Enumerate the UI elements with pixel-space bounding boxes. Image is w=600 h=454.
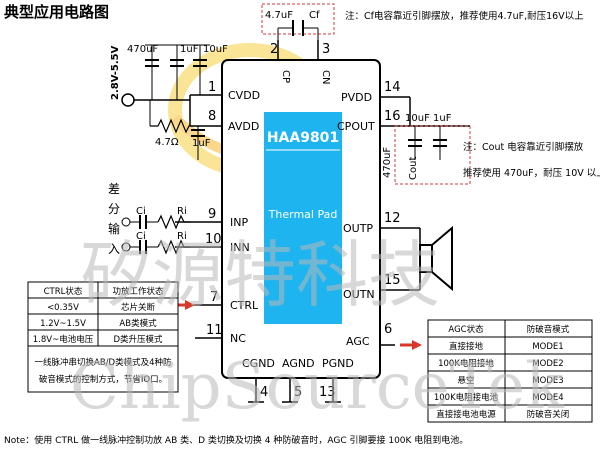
ctrl-table-footer-2: 破音模式的控制方式，节省IO口。 — [39, 374, 167, 385]
agc-table-cell: 直接接地 — [449, 341, 484, 352]
diff-input-char-3: 输 — [108, 221, 120, 236]
pin-number-nc: 11 — [206, 323, 223, 338]
pin-name-inp: INP — [230, 216, 248, 229]
pin-number-inp: 9 — [208, 207, 216, 222]
cap-470uf-in-label: 470uF — [127, 44, 158, 55]
pin-number-cn: 3 — [322, 42, 330, 57]
pin-number-cvdd: 1 — [208, 80, 216, 95]
watermark-en: ChipSourceTek — [70, 350, 565, 424]
pin-number-cp: 2 — [270, 42, 278, 57]
pin-number-ctrl: 7 — [210, 290, 218, 305]
agc-table-cell: 悬空 — [457, 375, 474, 386]
output-caps-section: 10uF 1uF 470uF Cout 注：Cout 电容靠近引脚摆放 推荐使用… — [382, 97, 600, 185]
ctrl-table-cell: 芯片关断 — [121, 302, 156, 313]
agc-table-cell: 防破音关闭 — [527, 409, 570, 420]
cap-cout-label: Cout — [408, 157, 419, 180]
pin-number-outp: 12 — [384, 211, 401, 226]
ci-label-1: Ci — [136, 206, 146, 217]
ctrl-table-header-2: 功放工作状态 — [112, 286, 164, 297]
ctrl-table-footer-1: 一线脉冲串切换AB/D类模式及4种防 — [35, 357, 172, 368]
cap-4-7uf-label: 4.7uF — [265, 10, 293, 21]
ctrl-table-cell: AB类模式 — [119, 318, 157, 329]
power-input-section: 2.8V-5.5V 470uF 1uF 10uF 4.7Ω 1uF — [110, 44, 228, 160]
ctrl-table-cell: D类升压模式 — [113, 334, 163, 345]
agc-table-cell: MODE3 — [532, 376, 563, 386]
cf-note: 注：Cf电容靠近引脚摆放，推荐使用4.7uF,耐压16V以上 — [345, 10, 584, 22]
footer-note: Note：使用 CTRL 做一线脉冲控制功放 AB 类、D 类切换及切换 4 种… — [4, 434, 468, 446]
ctrl-state-table: CTRL状态 功放工作状态 <0.35V 芯片关断 1.2V~1.5V AB类模… — [27, 281, 179, 393]
cap-cf-label: Cf — [309, 10, 320, 21]
ctrl-table-cell: <0.35V — [47, 303, 79, 313]
pin-number-agc: 6 — [384, 322, 392, 337]
pin-name-pvdd: PVDD — [341, 91, 372, 104]
ctrl-table-cell: 1.2V~1.5V — [40, 319, 86, 329]
ctrl-arrow-icon — [185, 300, 195, 310]
watermark-cn: 矽源特科技 — [80, 233, 440, 317]
page-title: 典型应用电路图 — [4, 3, 109, 21]
right-pins: 14 PVDD 16 CPOUT 12 OUTP 15 OUTN 6 AGC — [337, 80, 470, 348]
pin-number-agnd: 5 — [294, 385, 302, 400]
cout-note-line2: 推荐使用 470uF，耐压 10V 以上 — [463, 167, 600, 179]
cap-470uf-out-label: 470uF — [382, 147, 393, 178]
thermal-pad-label: Thermal Pad — [268, 208, 338, 221]
speaker-icon — [419, 225, 453, 292]
ri-label-1: Ri — [177, 206, 187, 217]
agc-table-header-1: AGC状态 — [448, 324, 484, 335]
ri-label-2: Ri — [177, 231, 187, 242]
diff-input-char-2: 分 — [108, 202, 120, 216]
diff-input-char-4: 入 — [108, 242, 120, 256]
cap-1uf-avdd-label: 1uF — [192, 138, 211, 149]
pin-name-cpout: CPOUT — [337, 120, 375, 133]
top-pins: 2 CP 3 CN 4.7uF Cf — [261, 3, 335, 84]
pin-name-agc: AGC — [346, 335, 370, 348]
cap-1uf-in-label: 1uF — [180, 44, 199, 55]
pin-name-cn: CN — [320, 70, 331, 84]
agc-table-cell: 100K电阻接电池 — [434, 392, 499, 403]
pin-number-cpout: 16 — [384, 109, 401, 124]
supply-voltage-label: 2.8V-5.5V — [110, 45, 121, 100]
agc-table-cell: MODE1 — [532, 342, 563, 352]
pin-name-cvdd: CVDD — [228, 89, 260, 102]
pin-number-cgnd: 4 — [260, 385, 268, 400]
pin-name-agnd: AGND — [282, 357, 315, 370]
agc-table-header-2: 防破音模式 — [527, 324, 570, 335]
pin-name-avdd: AVDD — [228, 120, 259, 133]
agc-table-cell: 100K电阻接地 — [438, 358, 494, 369]
pin-number-pvdd: 14 — [384, 80, 401, 95]
agc-arrow-icon — [412, 340, 422, 350]
pin-name-pgnd: PGND — [322, 357, 354, 370]
differential-input-section: 差 分 输 入 Ci Ci Ri Ri — [108, 182, 190, 256]
agc-table-cell: MODE4 — [532, 393, 563, 403]
pin-number-inn: 10 — [205, 232, 222, 247]
agc-state-table: AGC状态 防破音模式 直接接地 MODE1 100K电阻接地 MODE2 悬空… — [427, 319, 593, 423]
cap-10uf-in-label: 10uF — [203, 44, 228, 55]
supply-terminal — [121, 93, 135, 107]
thermal-pad — [264, 112, 342, 324]
pin-name-ctrl: CTRL — [230, 299, 259, 312]
pin-name-nc: NC — [230, 332, 246, 345]
chip-part-number: HAA9801 — [267, 130, 339, 146]
pin-number-avdd: 8 — [208, 109, 216, 124]
ctrl-table-header-1: CTRL状态 — [44, 286, 83, 297]
diff-input-char-1: 差 — [108, 182, 120, 196]
pin-name-cgnd: CGND — [242, 357, 275, 370]
pin-name-inn: INN — [230, 241, 250, 254]
ctrl-table-cell: 1.8V~电池电压 — [33, 334, 94, 345]
agc-table-cell: MODE2 — [532, 359, 563, 369]
pin-name-cp: CP — [280, 70, 291, 83]
cap-1uf-out-label: 1uF — [433, 113, 452, 124]
cap-10uf-out-label: 10uF — [405, 113, 430, 124]
pin-name-outn: OUTN — [343, 288, 375, 301]
cout-note-line1: 注：Cout 电容靠近引脚摆放 — [463, 141, 584, 153]
pin-number-outn: 15 — [384, 273, 401, 288]
res-4-7-label: 4.7Ω — [155, 137, 179, 148]
bottom-pins: CGND AGND PGND 4 5 13 — [242, 357, 354, 403]
ci-label-2: Ci — [136, 231, 146, 242]
agc-table-cell: 直接接电池电源 — [436, 409, 496, 420]
pin-number-pgnd: 13 — [319, 385, 336, 400]
pin-name-outp: OUTP — [343, 222, 373, 235]
